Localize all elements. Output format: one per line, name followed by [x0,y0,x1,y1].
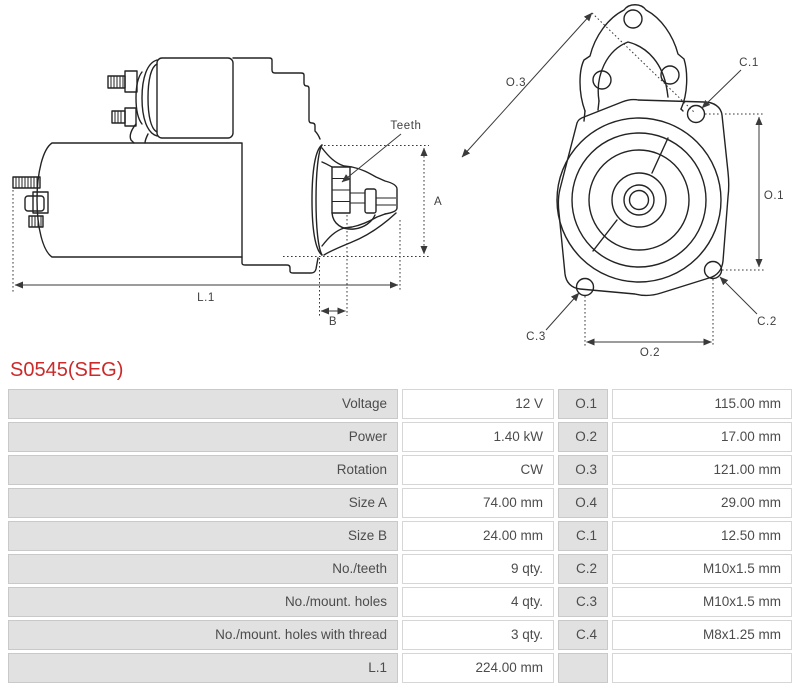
dim-value: 115.00 mm [612,389,792,419]
spec-value: 9 qty. [402,554,554,584]
spec-label: Rotation [8,455,398,485]
spec-label: No./mount. holes with thread [8,620,398,650]
dim-value: 17.00 mm [612,422,792,452]
dim-label-c3: C.3 [526,331,546,343]
dim-label-l1: L.1 [197,292,215,304]
dim-label-b: B [329,316,337,328]
table-row: Power 1.40 kW O.2 17.00 mm [8,422,792,452]
spec-label: Size A [8,488,398,518]
table-row: No./mount. holes 4 qty. C.3 M10x1.5 mm [8,587,792,617]
dim-value: M10x1.5 mm [612,554,792,584]
dim-key: C.2 [558,554,608,584]
spec-value: 224.00 mm [402,653,554,683]
dim-label-o1: O.1 [764,190,784,202]
dim-label-a: A [434,196,442,208]
starter-motor-side-view: A Teeth L.1 B [12,57,442,328]
dim-key [558,653,608,683]
spec-value: 4 qty. [402,587,554,617]
starter-motor-front-view: O.3 C.1 O.1 C.2 C.3 O.2 [461,4,784,359]
spec-value: 3 qty. [402,620,554,650]
spec-value: 12 V [402,389,554,419]
dim-value: 29.00 mm [612,488,792,518]
dim-value: M10x1.5 mm [612,587,792,617]
spec-label: No./teeth [8,554,398,584]
spec-label: L.1 [8,653,398,683]
spec-label: Power [8,422,398,452]
spec-table: Voltage 12 V O.1 115.00 mm Power 1.40 kW… [8,389,792,683]
table-row: L.1 224.00 mm [8,653,792,683]
spec-value: 1.40 kW [402,422,554,452]
dim-label-o2: O.2 [640,347,660,358]
page-title: S0545(SEG) [10,359,124,381]
dim-key: O.2 [558,422,608,452]
spec-value: 24.00 mm [402,521,554,551]
teeth-label: Teeth [390,120,421,132]
starter-motor-diagram: A Teeth L.1 B [12,4,784,359]
table-row: No./mount. holes with thread 3 qty. C.4 … [8,620,792,650]
table-row: Voltage 12 V O.1 115.00 mm [8,389,792,419]
technical-drawings: A Teeth L.1 B [12,4,784,359]
table-row: Rotation CW O.3 121.00 mm [8,455,792,485]
dim-key: C.1 [558,521,608,551]
spec-label: Size B [8,521,398,551]
dim-key: O.1 [558,389,608,419]
dim-key: C.3 [558,587,608,617]
dim-key: O.3 [558,455,608,485]
dim-label-o3: O.3 [506,77,526,89]
table-row: No./teeth 9 qty. C.2 M10x1.5 mm [8,554,792,584]
dim-value: 121.00 mm [612,455,792,485]
dim-key: O.4 [558,488,608,518]
table-row: Size B 24.00 mm C.1 12.50 mm [8,521,792,551]
dim-label-c1: C.1 [739,57,759,69]
spec-value: 74.00 mm [402,488,554,518]
spec-value: CW [402,455,554,485]
spec-label: No./mount. holes [8,587,398,617]
table-row: Size A 74.00 mm O.4 29.00 mm [8,488,792,518]
dim-value: 12.50 mm [612,521,792,551]
dim-value [612,653,792,683]
dim-label-c2: C.2 [757,316,777,328]
dim-key: C.4 [558,620,608,650]
dim-value: M8x1.25 mm [612,620,792,650]
spec-label: Voltage [8,389,398,419]
